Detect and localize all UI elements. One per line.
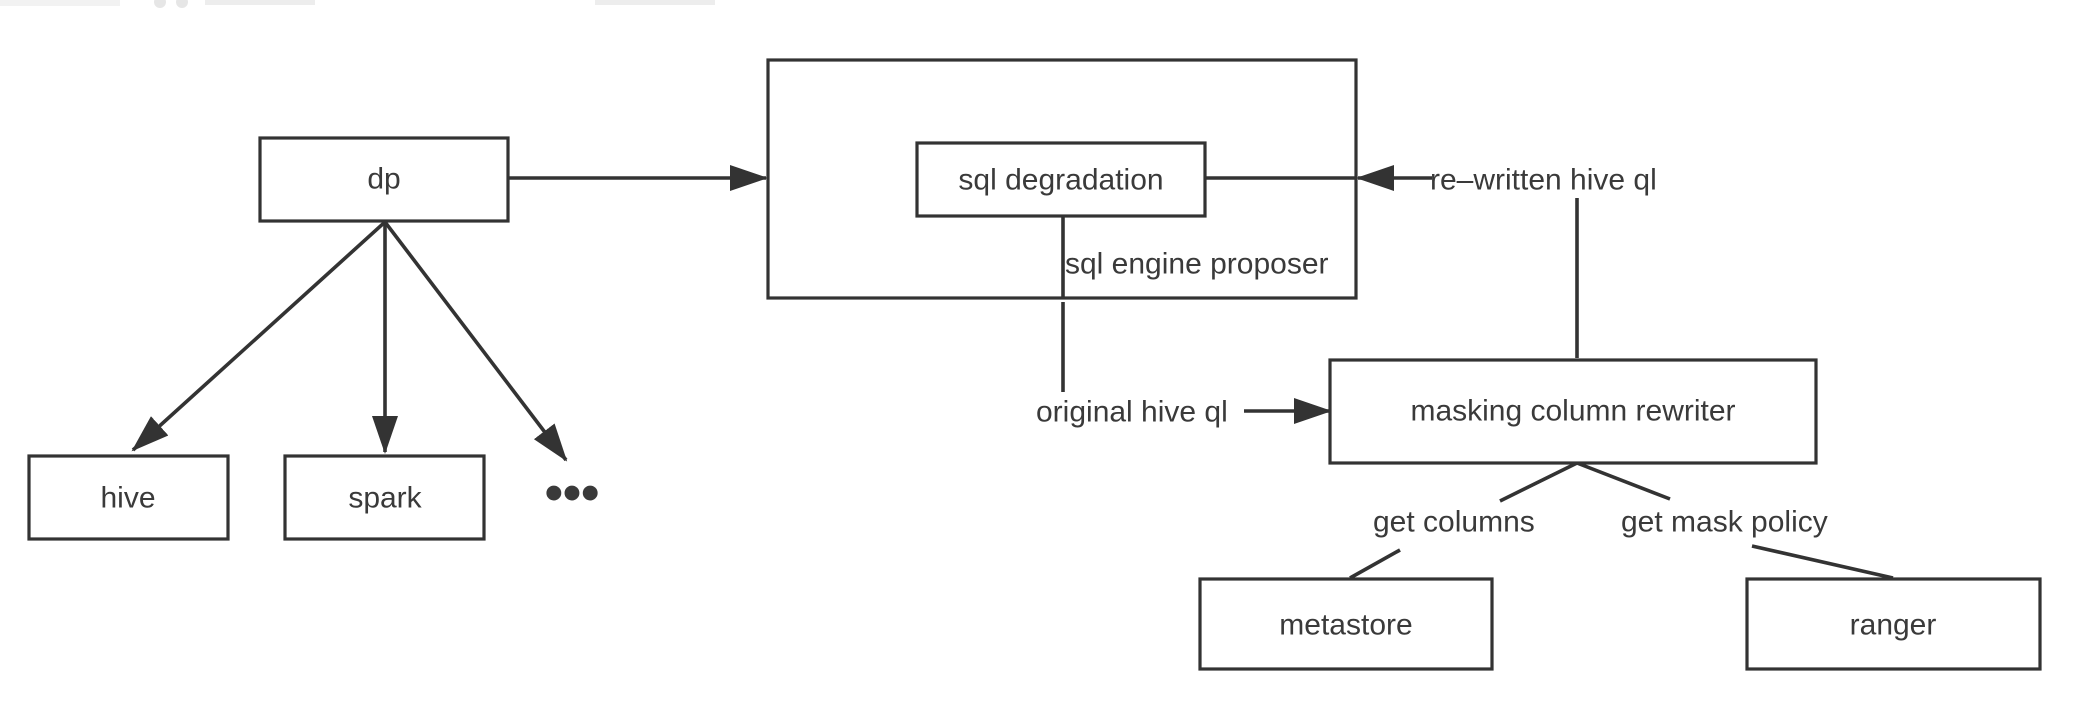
edge-get-columns-to-metastore	[1349, 548, 1401, 580]
edge-dp-to-more	[383, 220, 568, 462]
edge-rewriter-to-get-columns	[1499, 461, 1578, 503]
edge-label-get-columns: get columns	[1373, 506, 1535, 539]
edge-get-mask-policy-to-ranger	[1751, 544, 1894, 580]
edge-label-original-hive-ql: original hive ql	[1036, 396, 1228, 429]
more-nodes-ellipsis: •••	[545, 464, 600, 522]
top-fade-artifact	[0, 0, 715, 8]
edge-label-get-mask-policy: get mask policy	[1621, 506, 1828, 539]
node-masking-column-rewriter-label: masking column rewriter	[1410, 395, 1735, 428]
node-metastore: metastore	[1198, 577, 1494, 671]
node-sql-degradation-label: sql degradation	[958, 164, 1163, 197]
node-dp: dp	[258, 136, 510, 223]
edge-dp-to-hive	[131, 220, 387, 452]
edge-rewriter-to-get-mask-policy	[1576, 461, 1671, 501]
node-spark-label: spark	[348, 482, 422, 515]
container-label-sql-engine-proposer: sql engine proposer	[1065, 248, 1329, 281]
node-ranger-label: ranger	[1850, 609, 1937, 642]
node-spark: spark	[283, 454, 486, 541]
node-hive: hive	[27, 454, 230, 541]
node-ranger: ranger	[1745, 577, 2042, 671]
node-sql-degradation: sql degradation	[915, 141, 1207, 218]
node-metastore-label: metastore	[1279, 609, 1412, 642]
node-masking-column-rewriter: masking column rewriter	[1328, 358, 1818, 465]
node-hive-label: hive	[100, 482, 155, 515]
node-dp-label: dp	[367, 163, 400, 196]
edge-label-rewritten-hive-ql: re–written hive ql	[1430, 164, 1657, 197]
